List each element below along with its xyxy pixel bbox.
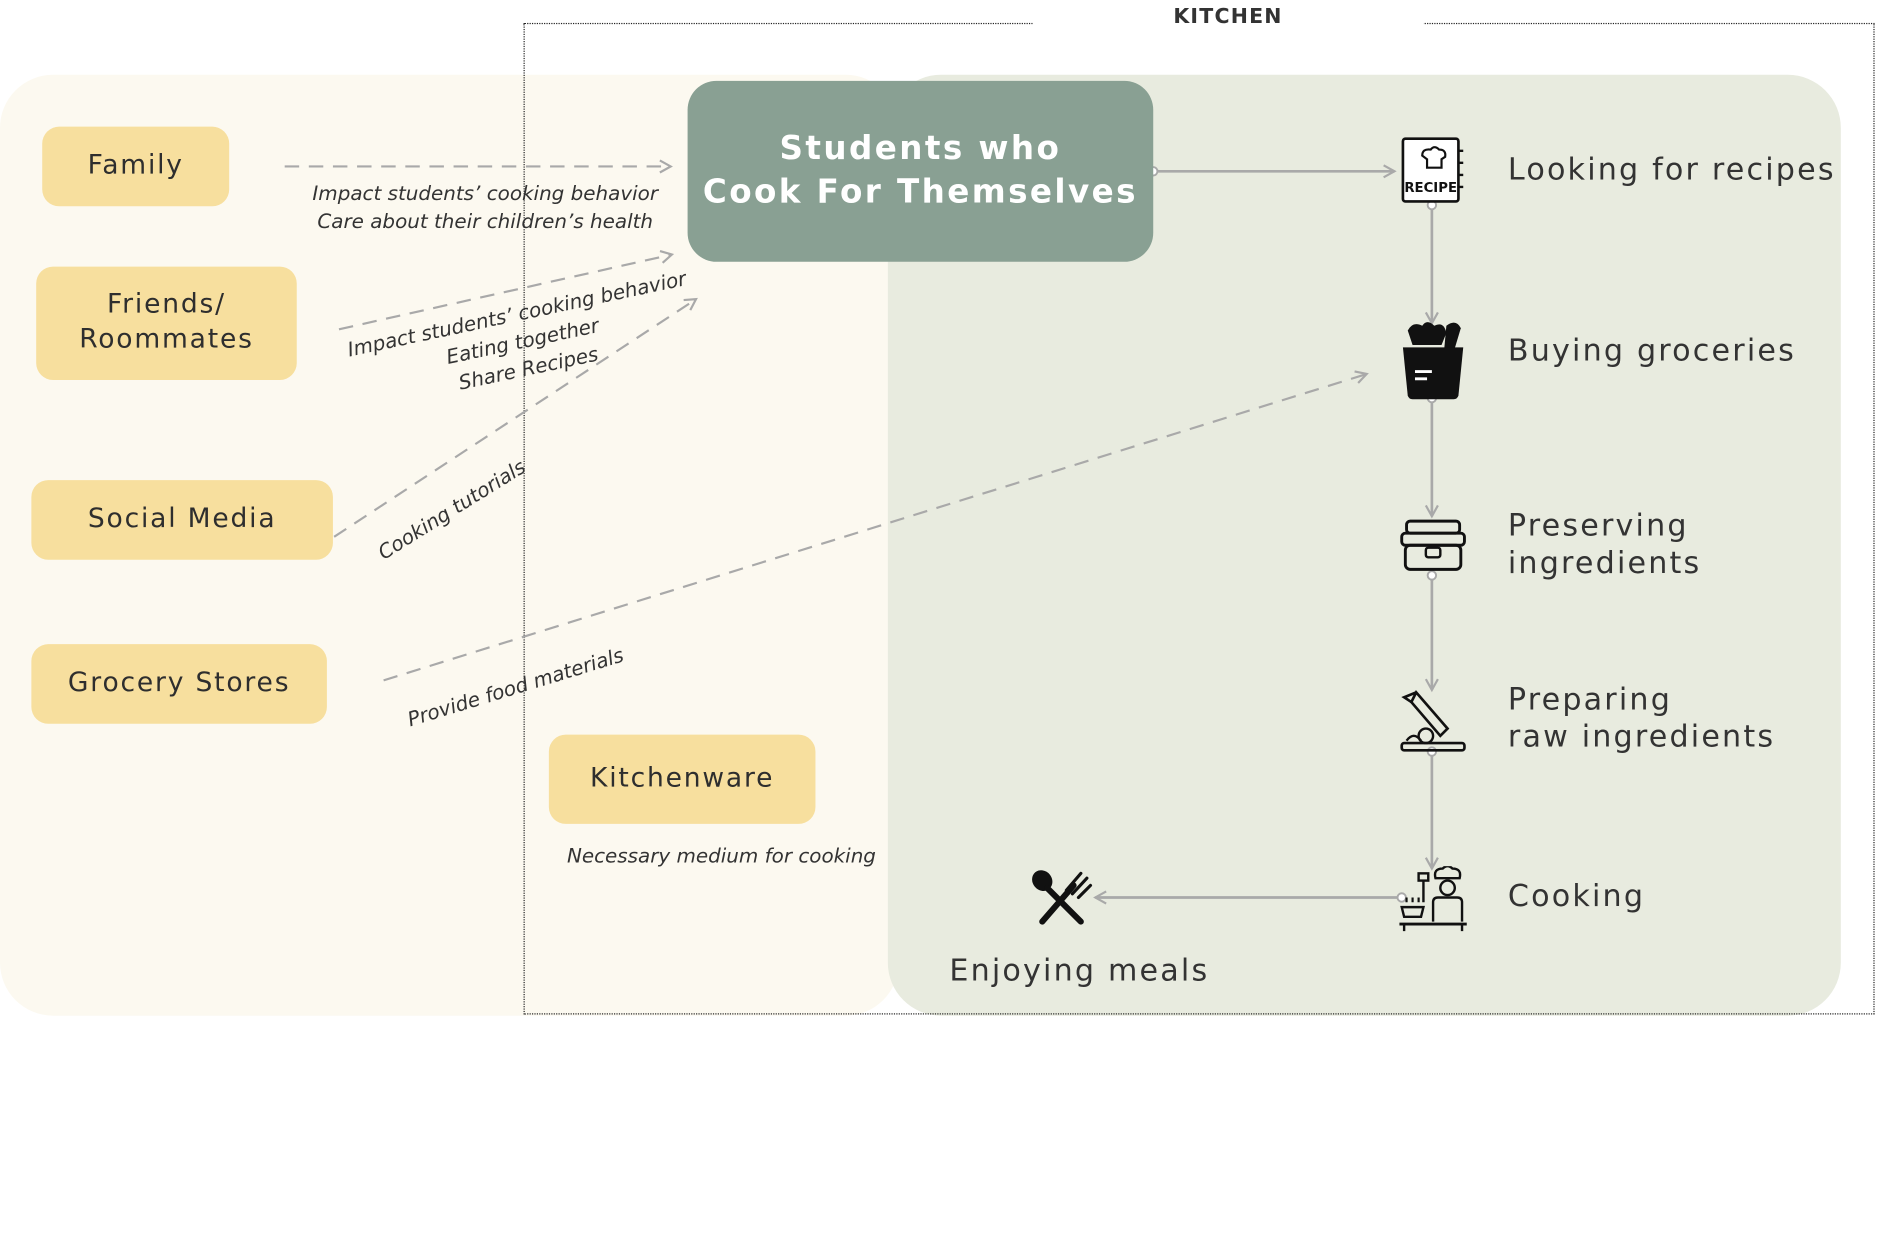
step-enjoying-meals: Enjoying meals [949, 952, 1210, 988]
family-box: Family [42, 126, 230, 207]
kitchen-label: KITCHEN [1173, 4, 1283, 29]
kitchenware-note: Necessary medium for cooking [566, 844, 876, 868]
connector-layer [284, 159, 1439, 905]
step-preserving-ingredients: Preserving ingredients [1507, 507, 1702, 580]
step-preparing-raw-ingredients: Preparing raw ingredients [1507, 681, 1776, 754]
kitchenware-box: Kitchenware [548, 734, 816, 824]
step-looking-for-recipes: Looking for recipes [1507, 151, 1836, 187]
grocery-stores-box: Grocery Stores [31, 644, 327, 724]
chef-cooking-icon [1399, 866, 1467, 932]
social-media-box: Social Media [31, 480, 333, 560]
recipe-book-text: RECIPE [1404, 181, 1457, 196]
step-cooking: Cooking [1507, 878, 1646, 914]
friends-roommates-box: Friends/ Roommates [36, 266, 297, 380]
grocery-bag-icon [1402, 322, 1464, 400]
food-container-icon [1400, 519, 1466, 571]
grocery-arrow [383, 370, 1369, 682]
spoon-fork-icon [1032, 870, 1093, 925]
knife-cutting-board-icon [1400, 690, 1466, 752]
step-buying-groceries: Buying groceries [1507, 332, 1797, 368]
kitchen-label-gap [1032, 14, 1424, 34]
family-note: Impact students’ cooking behavior Care a… [312, 182, 659, 233]
students-central-box: Students who Cook For Themselves [687, 80, 1154, 262]
recipe-book-icon: RECIPE [1401, 137, 1464, 203]
friends-arrow [338, 249, 675, 331]
